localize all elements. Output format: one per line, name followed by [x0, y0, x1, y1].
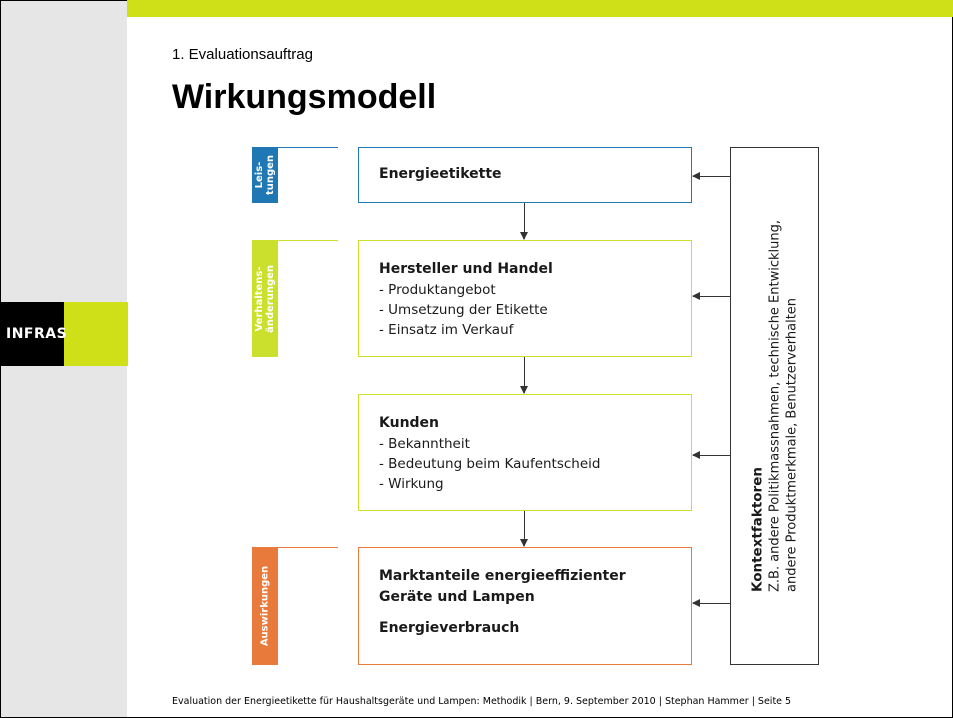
box-kunden: Kunden - Bekanntheit - Bedeutung beim Ka… — [358, 394, 692, 511]
hersteller-item: - Produktangebot — [379, 282, 496, 298]
category-tab-auswirkungen: Auswirkungen — [252, 547, 278, 665]
context-title: Kontextfaktoren — [749, 467, 765, 593]
arrow-left-1 — [692, 172, 730, 180]
category-tab-verhalten: Verhaltens-änderungen — [252, 240, 278, 357]
kunden-item: - Wirkung — [379, 476, 444, 492]
energieetikette-title: Energieetikette — [379, 166, 502, 182]
context-line-2: andere Produktmerkmale, Benutzerverhalte… — [784, 297, 799, 593]
arrow-down-3 — [520, 511, 528, 547]
arrow-left-4 — [692, 599, 730, 607]
auswirkungen-line-2: Geräte und Lampen — [379, 589, 535, 605]
arrow-left-3 — [692, 451, 730, 459]
leistungen-connector — [278, 147, 338, 148]
box-hersteller-handel: Hersteller und Handel - Produktangebot -… — [358, 240, 692, 357]
slide-footer: Evaluation der Energieetikette für Haush… — [172, 696, 792, 707]
context-factors-box: Kontextfaktoren Z.B. andere Politikmassn… — [730, 147, 819, 665]
hersteller-item: - Umsetzung der Etikette — [379, 302, 548, 318]
page-title: Wirkungsmodell — [172, 78, 437, 116]
context-factors-text: Kontextfaktoren Z.B. andere Politikmassn… — [749, 220, 800, 592]
infras-logo-text: INFRAS — [6, 326, 68, 342]
verhalten-label-1: Verhaltens- — [254, 266, 265, 332]
kunden-item: - Bekanntheit — [379, 436, 470, 452]
hersteller-item: - Einsatz im Verkauf — [379, 322, 514, 338]
kunden-item: - Bedeutung beim Kaufentscheid — [379, 456, 601, 472]
auswirkungen-label: Auswirkungen — [259, 565, 271, 647]
arrow-left-2 — [692, 292, 730, 300]
auswirkungen-line-3: Energieverbrauch — [379, 620, 520, 636]
section-label: 1. Evaluationsauftrag — [172, 46, 313, 63]
kunden-title: Kunden — [379, 415, 440, 431]
hersteller-title: Hersteller und Handel — [379, 261, 553, 277]
arrow-down-1 — [520, 203, 528, 240]
box-auswirkungen: Marktanteile energieeffizienter Geräte u… — [358, 547, 692, 665]
leistungen-label-2: tungen — [265, 154, 276, 196]
verhalten-connector — [278, 240, 338, 241]
infras-logo — [0, 302, 64, 366]
context-line-1: Z.B. andere Politikmassnahmen, technisch… — [767, 219, 782, 593]
top-accent-bar — [127, 0, 953, 17]
logo-accent-block — [64, 302, 128, 366]
auswirkungen-line-1: Marktanteile energieeffizienter — [379, 568, 626, 584]
verhalten-label-2: änderungen — [265, 264, 276, 333]
leistungen-label-1: Leis- — [254, 161, 265, 189]
box-energieetikette: Energieetikette — [358, 147, 692, 203]
auswirkungen-connector — [278, 547, 338, 548]
arrow-down-2 — [520, 357, 528, 394]
category-tab-leistungen: Leis-tungen — [252, 147, 278, 203]
